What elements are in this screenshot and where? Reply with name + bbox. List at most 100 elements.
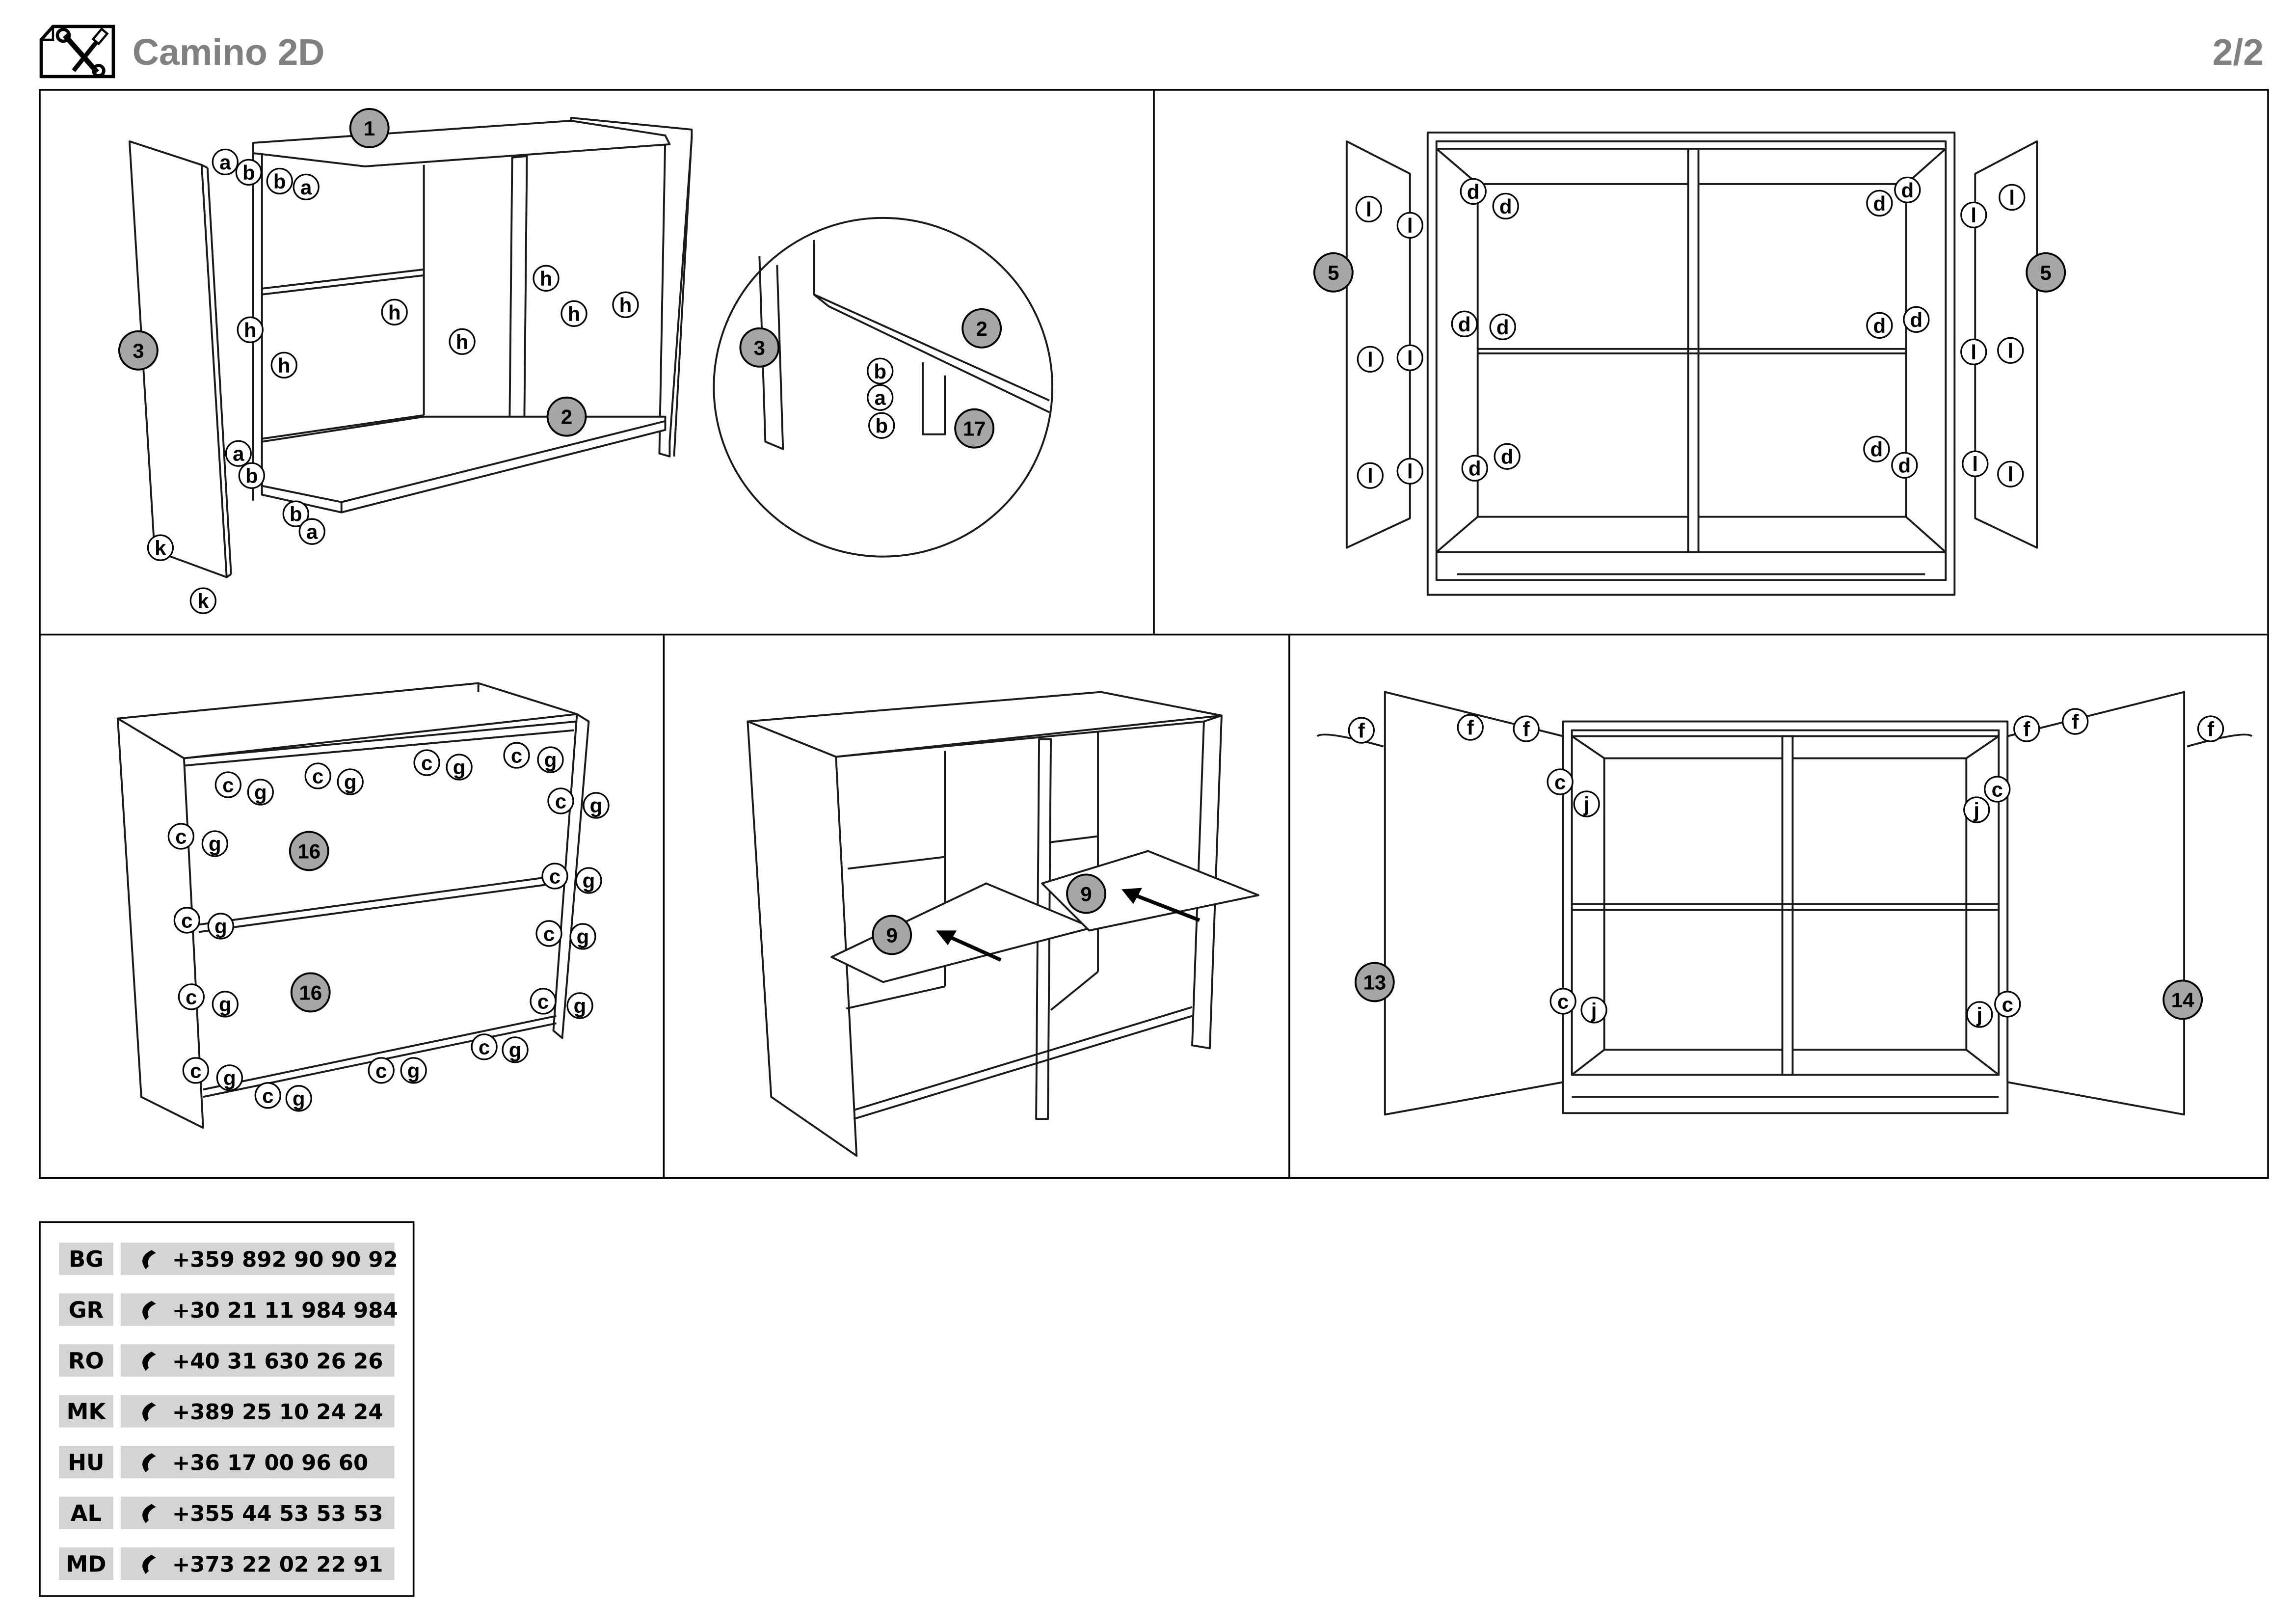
header-icon-tools [39, 25, 115, 79]
part-number: 9 [886, 923, 898, 947]
country-code: MD [66, 1551, 106, 1577]
fitting-label: d [1492, 192, 1519, 220]
fitting-letter: a [875, 386, 886, 409]
fitting-label: c [178, 983, 205, 1010]
phone-number: +30 21 11 984 984 [172, 1299, 398, 1323]
fitting-letter: d [1901, 179, 1914, 202]
fitting-label: l [1396, 344, 1423, 371]
step1-cabinet-drawing [128, 116, 1054, 578]
fitting-label: d [1461, 455, 1488, 482]
fitting-label: l [1960, 338, 1987, 365]
fitting-letter: d [1468, 457, 1481, 480]
fitting-letter: f [2072, 710, 2079, 733]
step-panels-grid [39, 89, 2269, 1179]
contact-row: AL+355 44 53 53 53 [58, 1496, 395, 1529]
contact-row: BG +359 892 90 90 92 [58, 1243, 398, 1275]
fitting-letter: l [1972, 453, 1978, 476]
fitting-label: a [212, 148, 239, 176]
fitting-label: c [547, 787, 574, 814]
fitting-letter: h [568, 302, 581, 325]
fitting-letter: c [549, 865, 561, 888]
contact-row: RO +40 31 630 26 26 [58, 1344, 395, 1377]
fitting-letter: l [2009, 186, 2015, 209]
phone-icon [142, 1250, 156, 1270]
fitting-letter: b [273, 170, 286, 193]
fitting-label: d [1866, 312, 1893, 339]
page-number: 2/2 [2213, 31, 2264, 73]
fitting-label: h [612, 291, 639, 318]
fitting-letter: c [2002, 993, 2013, 1016]
fitting-label: g [502, 1036, 529, 1063]
phone-number: +36 17 00 96 60 [172, 1451, 368, 1476]
fitting-label: h [237, 316, 264, 343]
fitting-label: j [1580, 997, 1607, 1024]
part-number: 3 [133, 339, 144, 362]
fitting-label: f [1513, 715, 1540, 742]
country-code: GR [69, 1297, 104, 1323]
fitting-letter: d [1496, 316, 1509, 339]
fitting-label: h [381, 298, 408, 325]
phone-number: +40 31 630 26 26 [172, 1350, 383, 1374]
part-number-badge: 17 [954, 408, 995, 449]
country-code: RO [68, 1348, 104, 1374]
fitting-label: g [400, 1057, 427, 1084]
phone-number: +359 892 90 90 92 [172, 1248, 398, 1272]
fitting-label: h [533, 265, 560, 292]
fitting-label: g [212, 991, 239, 1018]
fitting-label: b [868, 412, 895, 439]
fitting-label: g [207, 913, 234, 940]
fitting-letter: c [543, 922, 555, 945]
fitting-letter: h [540, 267, 553, 290]
fitting-label: h [561, 300, 587, 327]
fitting-letter: c [511, 744, 522, 767]
part-number: 14 [2171, 988, 2194, 1011]
fitting-label: c [535, 920, 562, 947]
fitting-label: d [1489, 313, 1516, 340]
fitting-letter: d [1499, 195, 1512, 218]
fitting-label: d [1891, 452, 1918, 479]
fitting-label: l [1960, 201, 1987, 229]
fitting-letter: j [1973, 798, 1979, 821]
fitting-label: a [225, 440, 252, 467]
phone-icon [142, 1504, 156, 1523]
fitting-label: b [266, 167, 293, 195]
fitting-letter: l [1407, 214, 1413, 237]
part-number: 17 [963, 417, 986, 440]
phone-number: +389 25 10 24 24 [172, 1400, 383, 1425]
fitting-label: g [575, 867, 602, 894]
fitting-letter: g [214, 915, 227, 938]
fitting-label: l [1962, 450, 1989, 477]
fitting-letter: k [197, 590, 209, 613]
fitting-label: c [304, 762, 331, 789]
fitting-label: b [867, 357, 894, 384]
fitting-letter: c [190, 1059, 201, 1082]
fitting-label: g [285, 1085, 312, 1112]
fitting-letter: c [175, 825, 187, 848]
fitting-label: g [537, 746, 564, 773]
fitting-label: c [214, 771, 241, 798]
fitting-label: a [298, 518, 325, 545]
part-number: 9 [1080, 882, 1092, 905]
fitting-label: f [2197, 715, 2224, 742]
fitting-letter: j [1583, 792, 1590, 815]
part-number-badge: 14 [2163, 979, 2203, 1020]
fitting-label: f [1348, 717, 1375, 744]
fitting-letter: f [2023, 718, 2030, 741]
fitting-label: c [1994, 991, 2021, 1018]
fitting-label: d [1866, 189, 1893, 217]
fitting-letter: l [1971, 341, 1976, 364]
fitting-letter: c [421, 752, 432, 775]
fitting-label: j [1573, 790, 1600, 817]
fitting-label: c [1549, 988, 1576, 1015]
fitting-label: g [569, 923, 596, 950]
fitting-letter: g [509, 1038, 522, 1061]
phone-icon [142, 1453, 156, 1473]
fitting-letter: c [262, 1084, 273, 1107]
phone-icon [142, 1352, 156, 1371]
fitting-letter: a [233, 442, 244, 465]
fitting-letter: c [222, 774, 234, 797]
country-code: BG [69, 1246, 104, 1272]
fitting-letter: h [388, 301, 401, 324]
